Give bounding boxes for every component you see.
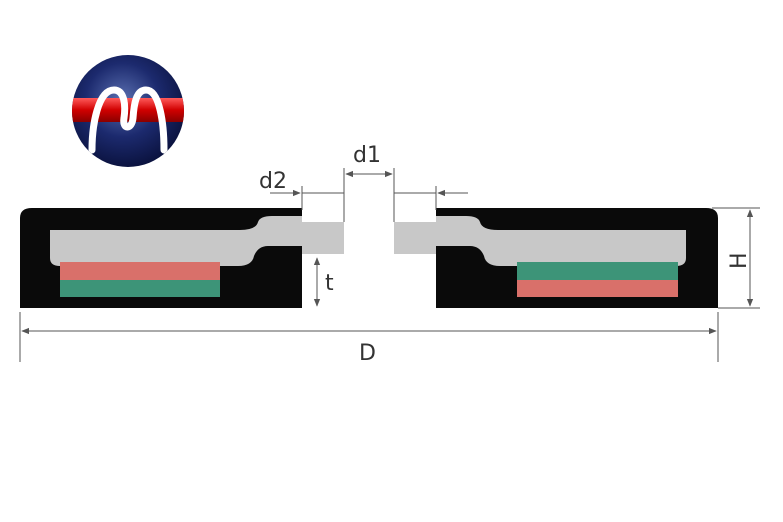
insert-near-hole-left [302,222,344,254]
dim-H [712,207,760,309]
label-t: t [325,271,334,296]
insert-near-hole-right [394,222,436,254]
m-logo-icon [72,55,184,167]
dim-d2 [270,186,468,210]
dim-D [19,312,719,362]
label-d2: d2 [259,169,287,194]
label-D: D [359,341,376,366]
magnet-left-green [60,280,220,297]
magnet-right-red [517,280,678,297]
hole-bore-upper [302,204,436,222]
magnet-right-green [517,262,678,280]
magnet-left-red [60,262,220,280]
label-d1: d1 [353,143,381,168]
dim-d1 [343,168,395,222]
label-H: H [727,252,752,269]
